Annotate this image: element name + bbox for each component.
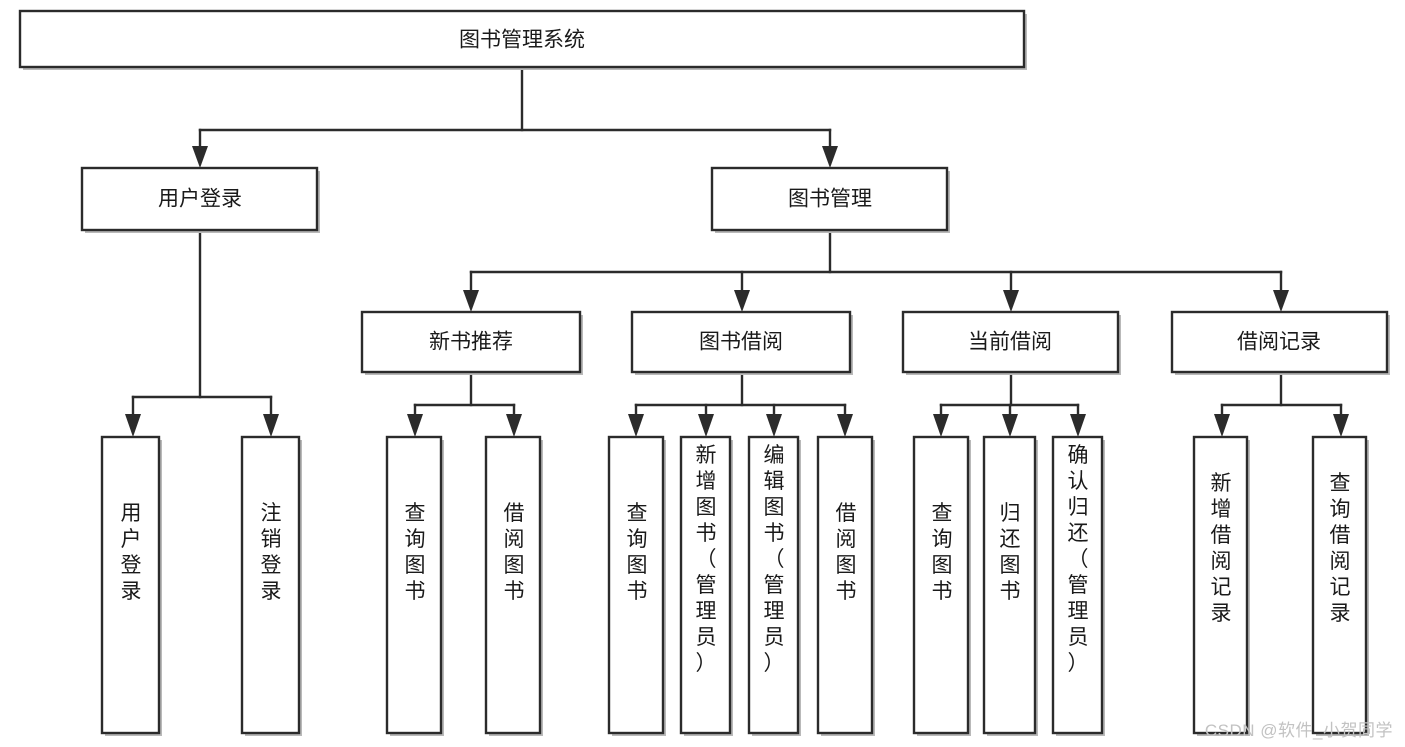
leaf-query-book-2-box bbox=[607, 435, 665, 735]
leaf-add-book-box bbox=[679, 435, 732, 735]
arrow-to-confirm-return bbox=[1070, 414, 1086, 437]
node-leaf-query-book-1[interactable]: 查询图书 bbox=[385, 435, 444, 736]
node-current-borrow[interactable]: 当前借阅 bbox=[901, 310, 1121, 375]
leaf-confirm-return-box bbox=[1051, 435, 1104, 735]
csdn-watermark: CSDN @软件_小贺同学 bbox=[1204, 721, 1393, 740]
leaf-return-book-label: 归还图书 bbox=[1000, 502, 1021, 603]
root-box bbox=[18, 9, 1026, 69]
arrow-to-query-book-3 bbox=[933, 414, 949, 437]
node-leaf-confirm-return[interactable]: 确认归还（管理员） bbox=[1051, 435, 1105, 736]
borrow-record-box bbox=[1170, 310, 1389, 374]
leaf-user-login-box bbox=[100, 435, 161, 735]
book-borrow-box bbox=[630, 310, 852, 374]
leaf-confirm-return-label: 确认归还（管理员） bbox=[1068, 444, 1089, 675]
arrow-to-borrow-book-1 bbox=[506, 414, 522, 437]
node-leaf-query-record[interactable]: 查询借阅记录 bbox=[1311, 435, 1369, 736]
arrow-to-book-manage bbox=[822, 146, 838, 168]
node-leaf-borrow-book-1[interactable]: 借阅图书 bbox=[484, 435, 543, 736]
arrow-to-book-borrow bbox=[734, 290, 750, 312]
arrow-to-add-record bbox=[1214, 414, 1230, 437]
arrow-to-leaf-user-login bbox=[125, 414, 141, 437]
user-login-label: 用户登录 bbox=[158, 188, 242, 211]
arrow-to-new-book-rec bbox=[463, 290, 479, 312]
leaf-query-book-2-label: 查询图书 bbox=[627, 502, 648, 603]
arrow-to-query-book-2 bbox=[628, 414, 644, 437]
node-leaf-edit-book[interactable]: 编辑图书（管理员） bbox=[747, 435, 801, 736]
node-borrow-record[interactable]: 借阅记录 bbox=[1170, 310, 1390, 375]
leaf-return-book-box bbox=[982, 435, 1037, 735]
node-leaf-add-record[interactable]: 新增借阅记录 bbox=[1192, 435, 1250, 736]
leaf-edit-book-box bbox=[747, 435, 800, 735]
leaf-borrow-book-1-label: 借阅图书 bbox=[504, 502, 525, 603]
leaf-query-record-box bbox=[1311, 435, 1368, 735]
node-leaf-query-book-2[interactable]: 查询图书 bbox=[607, 435, 666, 736]
arrow-to-edit-book bbox=[766, 414, 782, 437]
arrow-to-current-borrow bbox=[1003, 290, 1019, 312]
arrow-to-add-book bbox=[698, 414, 714, 437]
node-leaf-user-login[interactable]: 用户登录 bbox=[100, 435, 162, 736]
leaf-borrow-book-2-box bbox=[816, 435, 874, 735]
leaf-logout-label: 注销登录 bbox=[261, 502, 282, 603]
leaf-add-book-label: 新增图书（管理员） bbox=[696, 444, 717, 675]
leaf-logout-box bbox=[240, 435, 301, 735]
leaf-user-login-label: 用户登录 bbox=[121, 502, 142, 603]
node-book-manage[interactable]: 图书管理 bbox=[710, 166, 950, 233]
leaf-query-record-label: 查询借阅记录 bbox=[1330, 472, 1351, 625]
node-leaf-query-book-3[interactable]: 查询图书 bbox=[912, 435, 971, 736]
arrow-to-query-book-1 bbox=[407, 414, 423, 437]
new-book-rec-box bbox=[360, 310, 582, 374]
arrow-to-leaf-logout bbox=[263, 414, 279, 437]
leaf-query-book-3-box bbox=[912, 435, 970, 735]
node-leaf-logout[interactable]: 注销登录 bbox=[240, 435, 302, 736]
leaf-add-record-label: 新增借阅记录 bbox=[1211, 472, 1232, 625]
current-borrow-box bbox=[901, 310, 1120, 374]
node-leaf-return-book[interactable]: 归还图书 bbox=[982, 435, 1038, 736]
node-leaf-borrow-book-2[interactable]: 借阅图书 bbox=[816, 435, 875, 736]
book-borrow-label: 图书借阅 bbox=[699, 331, 783, 354]
root-label: 图书管理系统 bbox=[459, 29, 585, 52]
arrow-to-return-book bbox=[1002, 414, 1018, 437]
leaf-add-record-box bbox=[1192, 435, 1249, 735]
user-login-box bbox=[80, 166, 319, 232]
arrow-to-borrow-record bbox=[1273, 290, 1289, 312]
new-book-rec-label: 新书推荐 bbox=[429, 331, 513, 354]
arrow-to-borrow-book-2 bbox=[837, 414, 853, 437]
arrow-to-query-record bbox=[1333, 414, 1349, 437]
node-new-book-rec[interactable]: 新书推荐 bbox=[360, 310, 583, 375]
node-user-login[interactable]: 用户登录 bbox=[80, 166, 320, 233]
leaf-query-book-3-label: 查询图书 bbox=[932, 502, 953, 603]
node-root[interactable]: 图书管理系统 bbox=[18, 9, 1027, 70]
book-manage-label: 图书管理 bbox=[788, 188, 872, 211]
current-borrow-label: 当前借阅 bbox=[968, 331, 1052, 354]
leaf-edit-book-label: 编辑图书（管理员） bbox=[764, 444, 785, 675]
leaf-query-book-1-box bbox=[385, 435, 443, 735]
leaf-borrow-book-2-label: 借阅图书 bbox=[836, 502, 857, 603]
arrow-to-user-login bbox=[192, 146, 208, 168]
node-book-borrow[interactable]: 图书借阅 bbox=[630, 310, 853, 375]
leaf-borrow-book-1-box bbox=[484, 435, 542, 735]
leaf-query-book-1-label: 查询图书 bbox=[405, 502, 426, 603]
book-manage-box bbox=[710, 166, 949, 232]
node-leaf-add-book[interactable]: 新增图书（管理员） bbox=[679, 435, 733, 736]
connector-layer bbox=[125, 67, 1349, 437]
borrow-record-label: 借阅记录 bbox=[1237, 331, 1321, 354]
